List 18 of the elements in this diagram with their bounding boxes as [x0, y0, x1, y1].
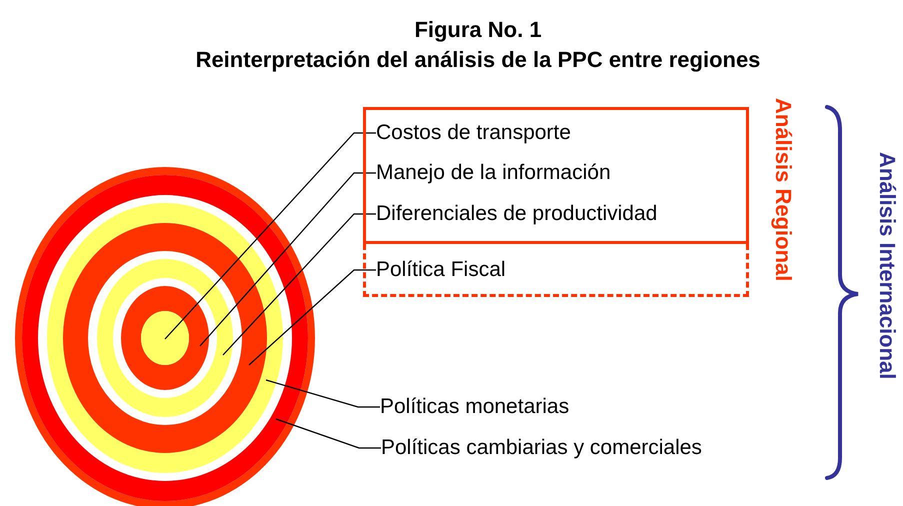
vertical-label: Análisis Internacional [874, 152, 900, 380]
item-text: Costos de transporte [376, 121, 571, 145]
leader-line [222, 213, 376, 356]
leader-line [200, 172, 376, 346]
dashed-group-box [363, 244, 749, 297]
item-text: Políticas monetarias [380, 395, 570, 419]
figure-subtitle: Reinterpretación del análisis de la PPC entre regiones [196, 47, 760, 72]
leader-line [164, 132, 376, 340]
leader-line [276, 418, 381, 449]
item-text: Políticas cambiarias y comerciales [381, 436, 702, 460]
leader-line [266, 379, 380, 408]
item-text: Política Fiscal [376, 258, 506, 282]
leader-line [248, 269, 376, 366]
group-box [363, 107, 749, 244]
figure-title: Figura No. 1 [414, 17, 542, 42]
vertical-label: Análisis Regional [770, 98, 796, 282]
item-text: Diferenciales de productividad [376, 202, 658, 226]
item-text: Manejo de la información [376, 161, 611, 185]
